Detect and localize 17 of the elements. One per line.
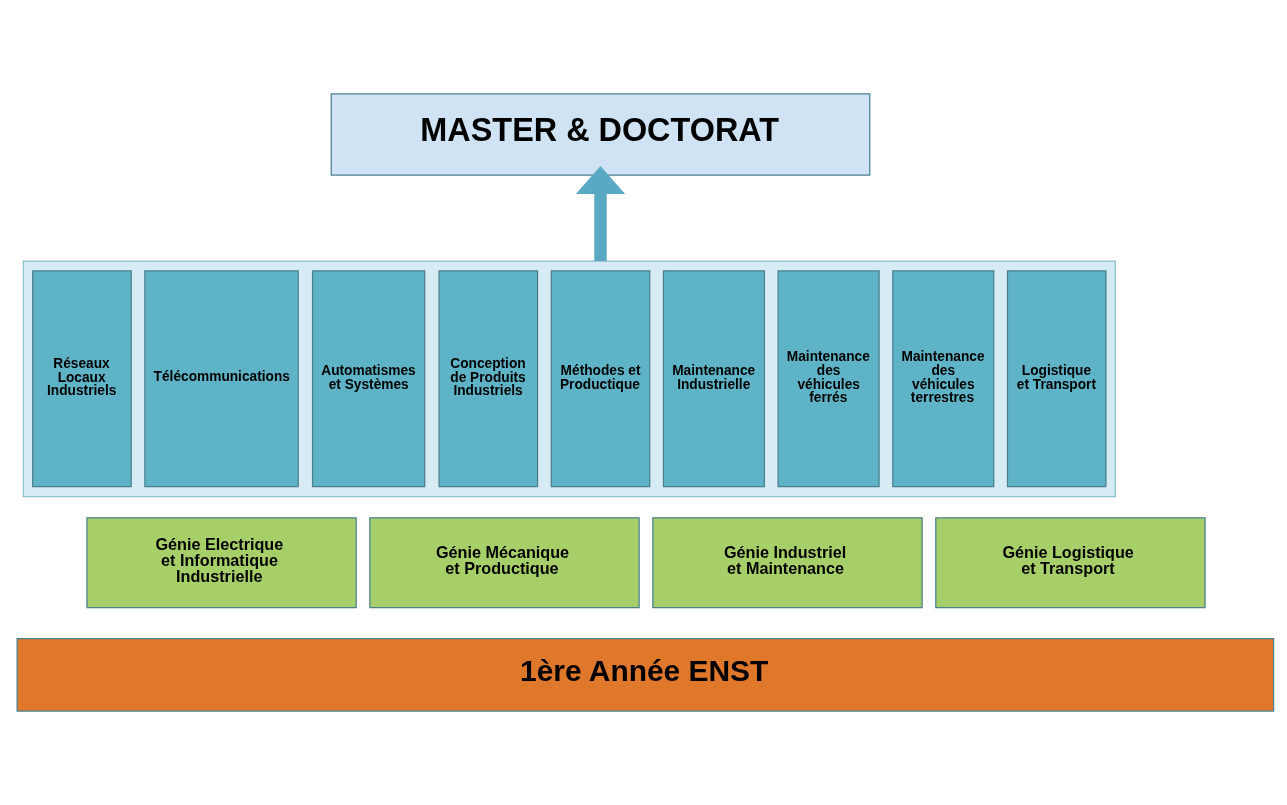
node-box: Génie Industriel et Maintenance (652, 517, 923, 609)
node-box: Conception de Produits Industriels (438, 270, 539, 488)
node-box: Méthodes et Productique (550, 270, 651, 488)
node-box: Automatismes et Systèmes (311, 270, 426, 488)
node-box: Génie Electrique et Informatique Industrielle (86, 517, 357, 609)
node-box: Réseaux Locaux Industriels (32, 270, 132, 488)
arrow (575, 165, 626, 261)
node-box: Logistique et Transport (1006, 270, 1107, 488)
node-box: Maintenance des véhicules ferrés (777, 270, 880, 488)
node-box: 1ère Année ENST (16, 638, 1275, 712)
node-box: Maintenance Industrielle (662, 270, 766, 488)
node-box: Maintenance des véhicules terrestres (892, 270, 995, 488)
cluster (22, 260, 1116, 498)
node-box: Génie Mécanique et Productique (369, 517, 640, 609)
node-box: Génie Logistique et Transport (935, 517, 1206, 609)
node-box: MASTER & DOCTORAT (330, 93, 871, 176)
node-box: Télécommunications (144, 270, 299, 488)
